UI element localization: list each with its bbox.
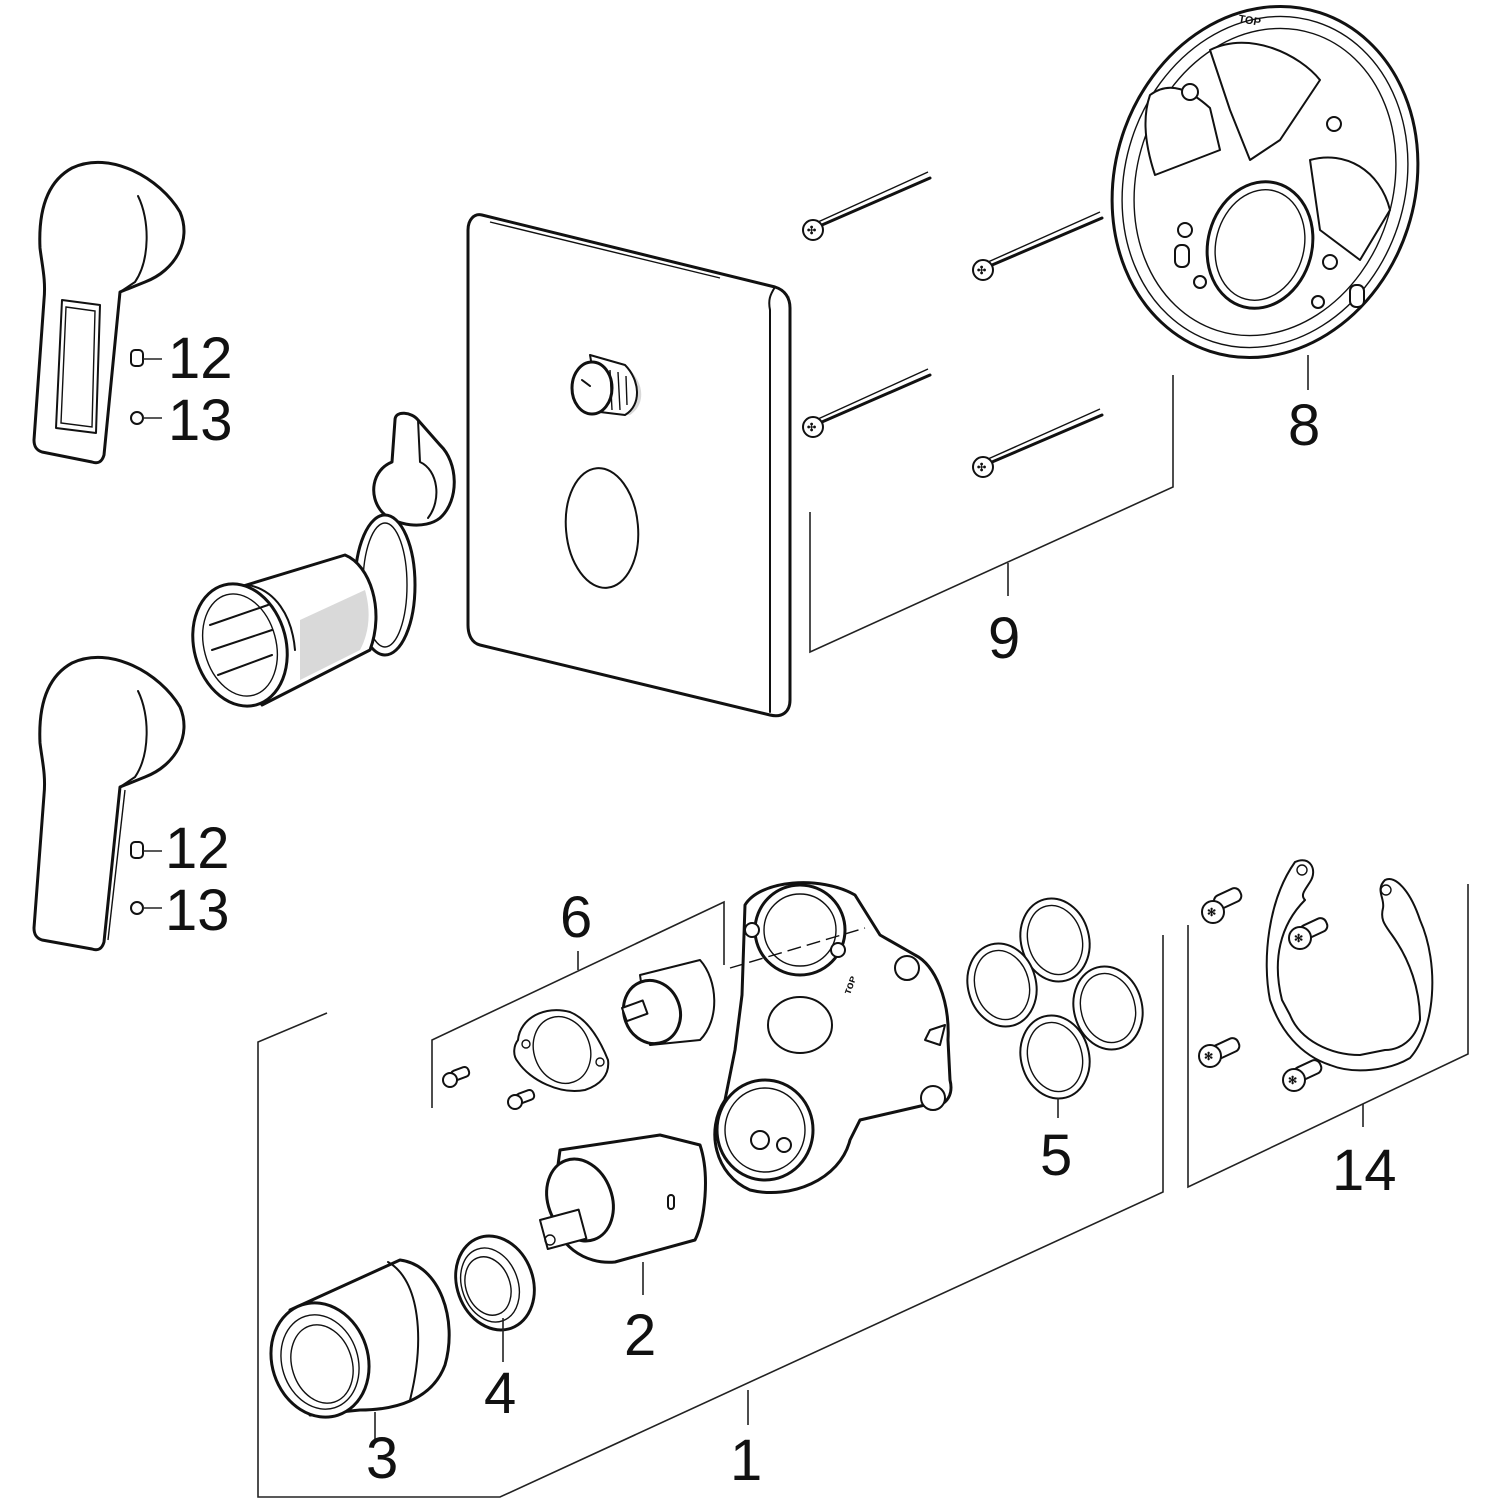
svg-text:✣: ✣	[807, 225, 816, 237]
bracket-9	[809, 375, 1174, 654]
callout-13-upper: 13	[168, 388, 233, 453]
callout-3: 3	[366, 1426, 398, 1491]
callout-9: 9	[988, 606, 1020, 671]
rosette-sleeve	[191, 513, 417, 708]
callout-2: 2	[624, 1303, 656, 1368]
callout-1: 1	[730, 1428, 762, 1493]
diverter-kit	[431, 900, 725, 1110]
diverter-knob	[570, 354, 642, 416]
cartridge	[538, 1133, 707, 1264]
mixer-body: ᴛᴏᴘ	[713, 881, 953, 1195]
callout-5: 5	[1040, 1123, 1072, 1188]
mounting-ring: TOP	[1110, 4, 1420, 360]
screw-9-d: ✣	[972, 408, 1104, 478]
lever-handle-upper	[32, 161, 186, 465]
callout-12-upper: 12	[168, 326, 233, 391]
svg-text:✣: ✣	[977, 265, 986, 277]
bolt-14-b: ✻	[1288, 917, 1329, 950]
diverter-cartridge-6	[621, 959, 716, 1046]
callout-8: 8	[1288, 393, 1320, 458]
bolt-14-c: ✻	[1198, 1037, 1241, 1068]
set-screw-13-lower	[130, 901, 162, 915]
cover-plate	[466, 213, 792, 718]
svg-text:✻: ✻	[1288, 1075, 1297, 1087]
svg-text:✣: ✣	[807, 422, 816, 434]
bracket-1	[257, 935, 1164, 1498]
set-screw-cap-12-lower	[130, 841, 162, 859]
bolt-14-d: ✻	[1282, 1059, 1323, 1092]
stop-ring	[454, 1234, 536, 1332]
o-rings	[966, 897, 1144, 1100]
callout-6: 6	[560, 885, 592, 950]
lever-handle-lower	[32, 656, 186, 952]
svg-text:✻: ✻	[1204, 1051, 1213, 1063]
set-screw-cap-12-upper	[130, 349, 162, 367]
bolt-14-a: ✻	[1201, 887, 1243, 924]
callout-4: 4	[484, 1361, 516, 1426]
keyhole-clip	[372, 411, 456, 527]
screw-6-b	[507, 1088, 536, 1110]
screw-9-c: ✣	[802, 368, 932, 438]
screw-9-b: ✣	[972, 211, 1104, 281]
set-screw-13-upper	[130, 411, 162, 425]
gasket-6	[513, 1009, 610, 1092]
screw-9-a: ✣	[802, 171, 932, 241]
ring-marking: TOP	[1237, 13, 1261, 29]
svg-text:✻: ✻	[1207, 907, 1216, 919]
callout-13-lower: 13	[165, 878, 230, 943]
svg-text:✻: ✻	[1294, 933, 1303, 945]
bracket-14	[1187, 884, 1469, 1189]
screw-6-a	[442, 1065, 471, 1088]
callout-14: 14	[1332, 1138, 1397, 1203]
mounting-bracket-14	[1265, 859, 1434, 1072]
sleeve-nut	[269, 1258, 451, 1419]
callout-12-lower: 12	[165, 816, 230, 881]
svg-text:✣: ✣	[977, 462, 986, 474]
